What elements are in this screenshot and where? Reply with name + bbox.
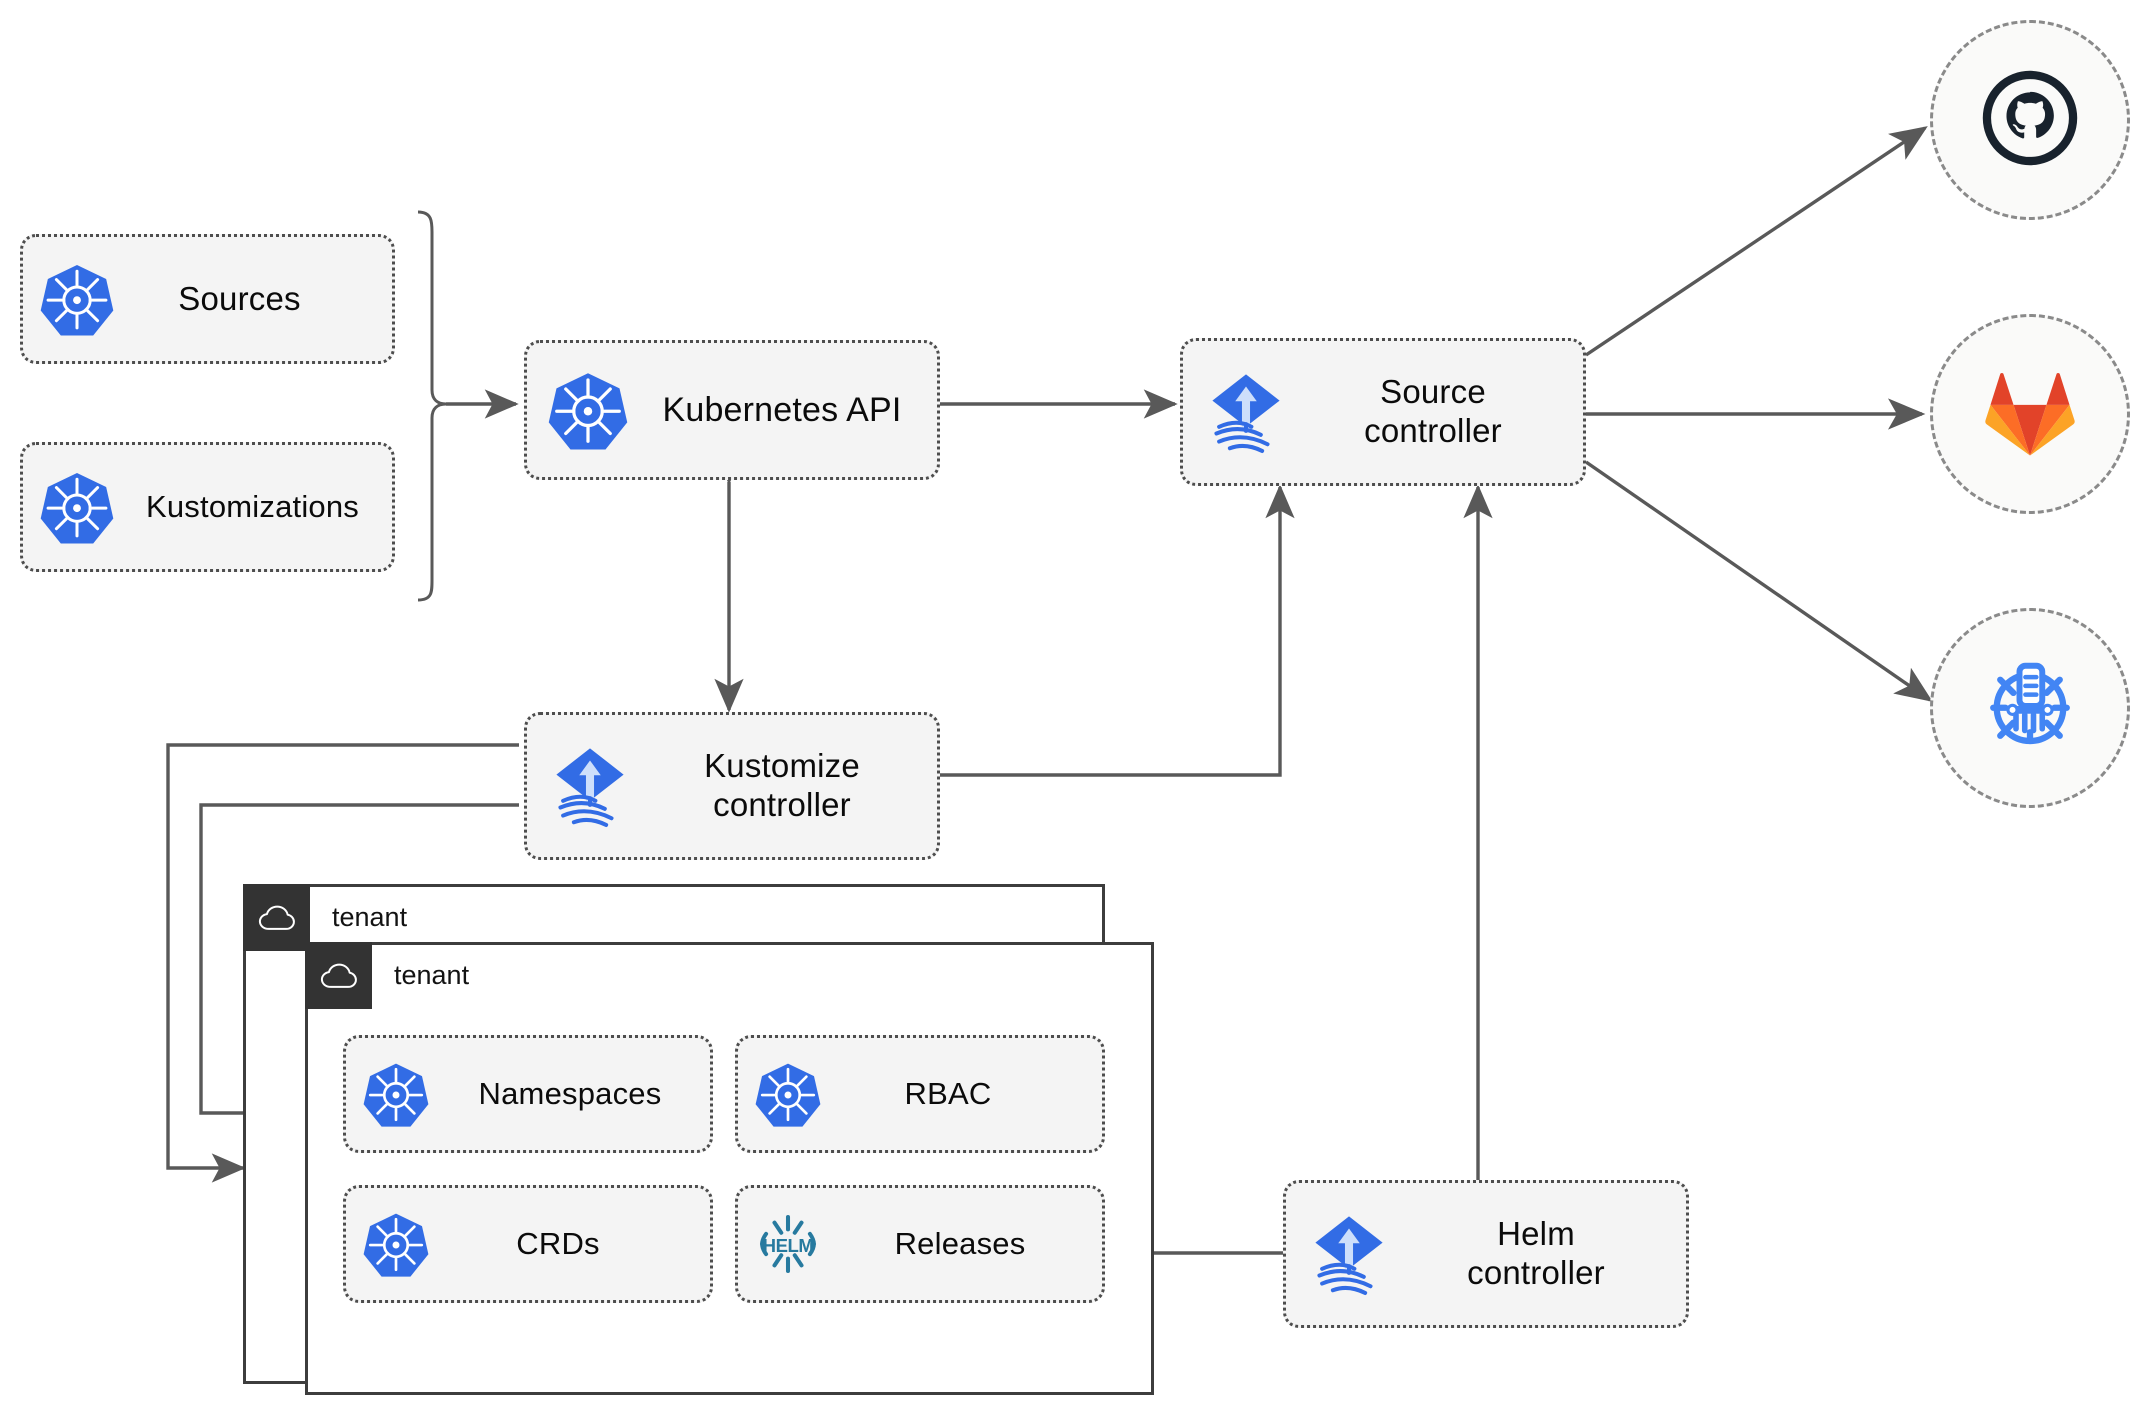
node-label: Sources bbox=[178, 279, 301, 317]
node-kustomizations[interactable]: Kustomizations bbox=[20, 442, 395, 572]
cloud-icon bbox=[305, 942, 372, 1009]
node-label: Releases bbox=[894, 1225, 1026, 1261]
node-label: Kustomize controller bbox=[704, 747, 860, 823]
cloud-icon bbox=[243, 884, 310, 951]
tenant-header: tenant bbox=[243, 884, 407, 951]
node-label: CRDs bbox=[516, 1225, 600, 1261]
node-kubernetes-api[interactable]: Kubernetes API bbox=[524, 340, 940, 480]
edge-source-to-helm-repository bbox=[1585, 460, 1933, 702]
node-crds[interactable]: CRDs bbox=[343, 1185, 713, 1303]
group-brace bbox=[417, 210, 447, 602]
node-label: RBAC bbox=[904, 1075, 992, 1111]
endpoint-gitlab[interactable] bbox=[1930, 314, 2130, 514]
endpoint-github[interactable] bbox=[1930, 20, 2130, 220]
endpoint-helm-repository[interactable] bbox=[1930, 608, 2130, 808]
tenant-label: tenant bbox=[394, 960, 470, 990]
node-rbac[interactable]: RBAC bbox=[735, 1035, 1105, 1153]
node-sources[interactable]: Sources bbox=[20, 234, 395, 364]
node-namespaces[interactable]: Namespaces bbox=[343, 1035, 713, 1153]
kubernetes-icon bbox=[346, 1035, 446, 1153]
node-kustomize-controller[interactable]: Kustomize controller bbox=[524, 712, 940, 860]
node-helm-controller[interactable]: Helm controller bbox=[1283, 1180, 1689, 1328]
helm-icon: HELM bbox=[738, 1185, 838, 1303]
tenant-header: tenant bbox=[305, 942, 469, 1009]
edge-kustomize-to-source-controller bbox=[940, 484, 1295, 777]
node-source-controller[interactable]: Source controller bbox=[1180, 338, 1586, 486]
node-releases[interactable]: HELM Releases bbox=[735, 1185, 1105, 1303]
node-label: Namespaces bbox=[478, 1075, 662, 1111]
tenant-label: tenant bbox=[332, 902, 408, 932]
kubernetes-icon bbox=[23, 442, 131, 572]
node-label: Kustomizations bbox=[145, 488, 359, 524]
node-label: Source controller bbox=[1364, 373, 1502, 449]
flux-icon bbox=[527, 712, 653, 860]
svg-text:HELM: HELM bbox=[763, 1235, 814, 1256]
flux-icon bbox=[1183, 338, 1309, 486]
flux-icon bbox=[1286, 1180, 1412, 1328]
edge-source-to-github bbox=[1585, 126, 1928, 357]
gitlab-icon bbox=[1978, 362, 2082, 467]
kubernetes-icon bbox=[527, 340, 649, 480]
helm-repository-icon bbox=[1974, 650, 2086, 767]
tenant-frame-2: tenant bbox=[305, 942, 1154, 1395]
kubernetes-icon bbox=[23, 234, 131, 364]
kubernetes-icon bbox=[346, 1185, 446, 1303]
node-label: Kubernetes API bbox=[662, 390, 902, 429]
node-label: Helm controller bbox=[1467, 1215, 1605, 1291]
github-icon bbox=[1977, 65, 2083, 176]
kubernetes-icon bbox=[738, 1035, 838, 1153]
